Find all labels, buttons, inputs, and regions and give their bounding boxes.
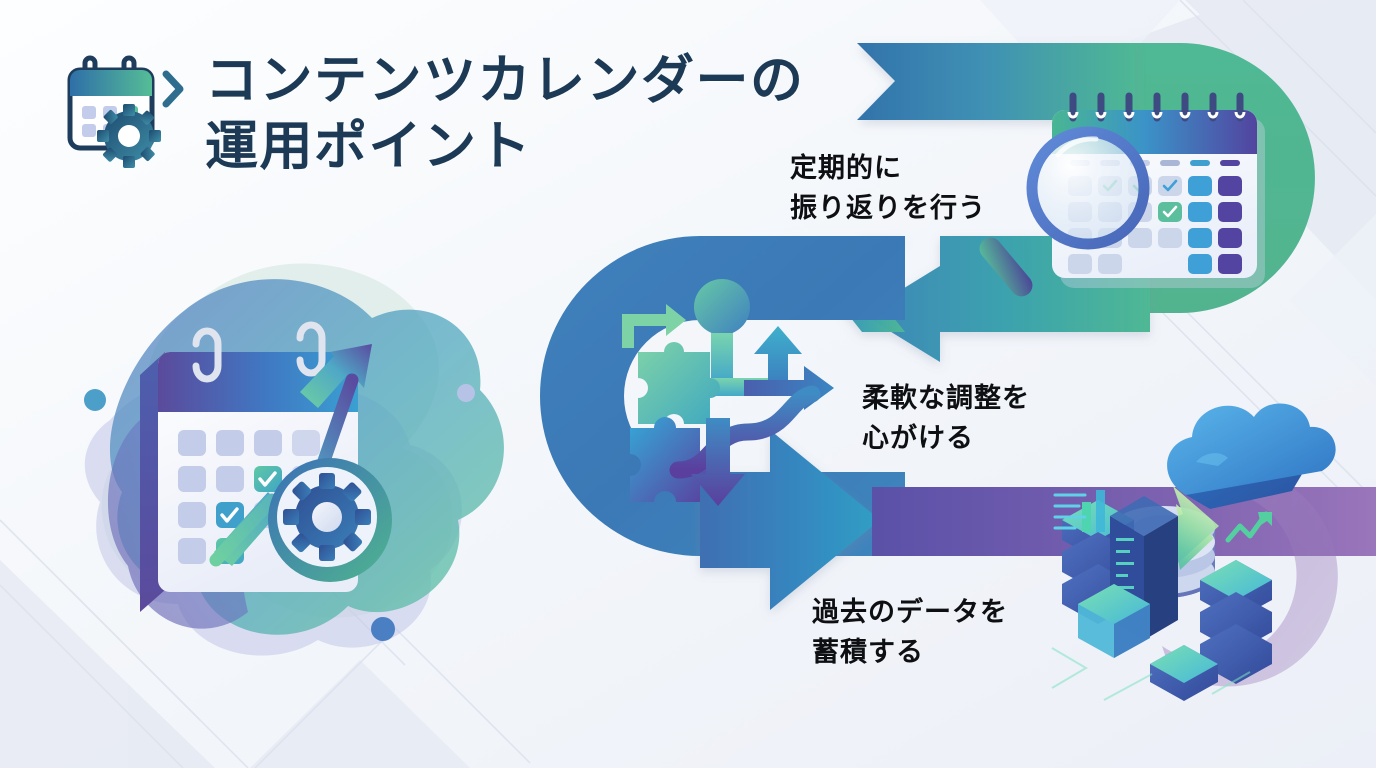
calendar-gear-icon (67, 55, 184, 168)
title-icon-header (70, 70, 152, 96)
step1-calendar-rings (1069, 92, 1244, 122)
hero-dot-2 (457, 384, 475, 402)
title-icon-gear-hole (118, 125, 140, 147)
step-flexible-adjust-label: 柔軟な調整を 心がける (862, 378, 1030, 458)
step-review-label: 定期的に 振り返りを行う (790, 148, 986, 228)
step2-puzzle-piece-top (638, 342, 720, 424)
hero-gear-hole (312, 502, 342, 532)
step2-arrow-up (754, 326, 802, 392)
step2-node-stem (711, 333, 733, 381)
flow-band-top (857, 43, 1135, 120)
step3-trend-mini-head (1258, 512, 1272, 526)
step3-mini-chart (1053, 490, 1105, 532)
page-title-line2: 運用ポイント (205, 117, 532, 176)
step3-server-center-low (1150, 645, 1218, 701)
step1-calendar-ring-caps (1067, 111, 1246, 119)
step1-magnifier (979, 126, 1150, 297)
step2-puzzle-piece-bottom (630, 417, 711, 502)
step-flexible-adjust-line2: 心がける (862, 423, 974, 453)
step3-cloud (1167, 403, 1336, 509)
hero-trend-arrow-head (300, 344, 372, 408)
step-accumulate-data-label: 過去のデータを 蓄積する (812, 592, 1008, 672)
hero-dot-1 (84, 389, 106, 411)
step-accumulate-data-line2: 蓄積する (812, 637, 924, 667)
step2-turn-arrow-stem (622, 314, 634, 348)
step3-trend-mini (1225, 511, 1269, 543)
step-flexible-adjust-line1: 柔軟な調整を (862, 383, 1030, 413)
step3-data-cube (1078, 584, 1150, 658)
page-title: コンテンツカレンダーの 運用ポイント (205, 48, 845, 180)
step2-turn-arrow (622, 304, 686, 336)
step2-node-ball (694, 279, 750, 335)
page-title-line1: コンテンツカレンダーの (205, 51, 805, 110)
step-review-line2: 振り返りを行う (790, 193, 986, 223)
step2-arrow-down (691, 418, 745, 506)
step3-growth-arrow-tail (1144, 486, 1219, 600)
hero-dot-3 (371, 617, 395, 641)
hero-calendar-rings (192, 321, 326, 383)
chevron-right-icon (162, 70, 184, 108)
step3-ground-lines (1051, 647, 1251, 701)
step2-wave-connector (669, 385, 821, 479)
step3-halo (1162, 466, 1338, 687)
flow-band-lower-body (700, 430, 880, 610)
step-accumulate-data-line1: 過去のデータを (812, 597, 1008, 627)
step-review-line1: 定期的に (790, 153, 902, 183)
